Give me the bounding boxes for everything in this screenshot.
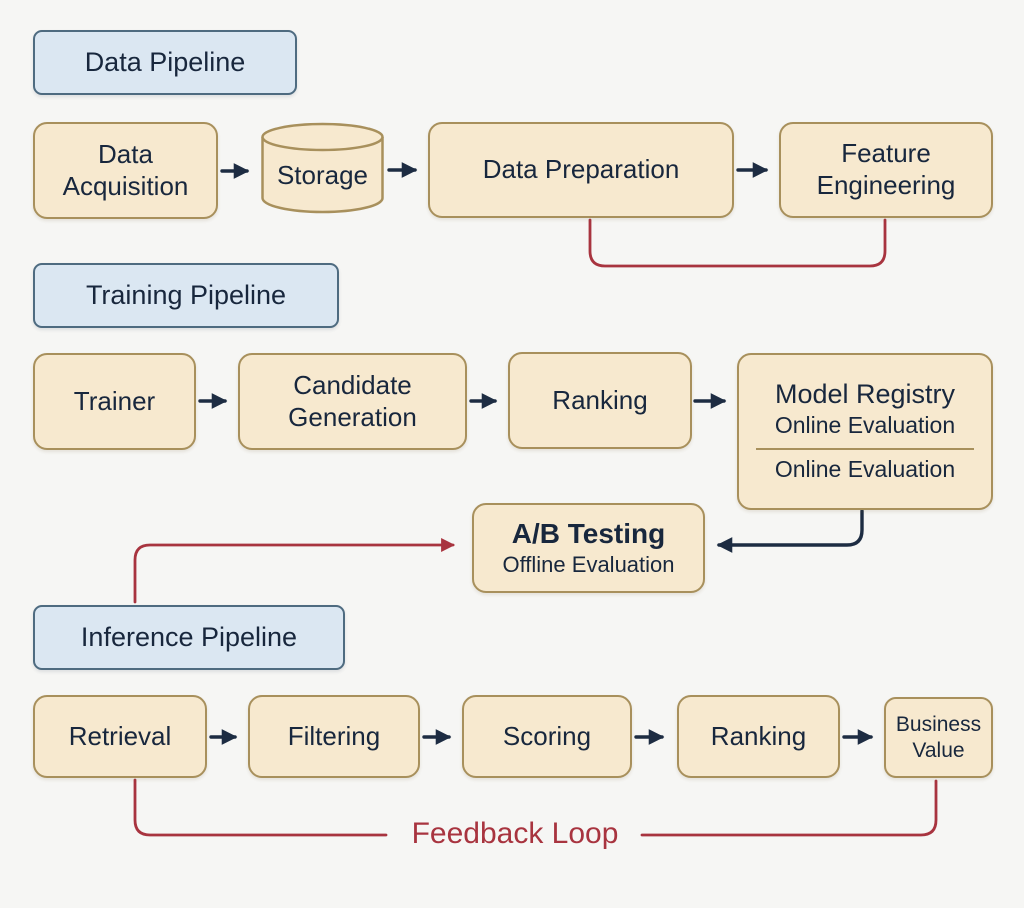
section-label-training-pipeline-text: Training Pipeline <box>85 280 287 310</box>
node-trainer: Trainer <box>33 353 196 450</box>
node-data-acquisition: Data Acquisition <box>33 122 218 219</box>
node-ab-testing-title: A/B Testing <box>511 517 666 549</box>
node-ranking-training: Ranking <box>508 352 692 449</box>
node-feature-engineering-label: Feature Engineering <box>816 138 956 200</box>
model-registry-divider <box>756 447 974 450</box>
section-label-inference-pipeline-text: Inference Pipeline <box>80 622 298 652</box>
section-label-inference-pipeline: Inference Pipeline <box>33 605 345 670</box>
node-storage: Storage <box>260 122 385 215</box>
storage-cylinder-icon <box>261 122 384 214</box>
feedback-loop-line-right <box>640 779 938 837</box>
node-model-registry-title: Model Registry <box>774 379 956 410</box>
feedback-loop-line-left <box>133 778 388 837</box>
node-business-value-label: Business Value <box>895 712 982 762</box>
node-scoring-label: Scoring <box>502 720 592 751</box>
node-scoring: Scoring <box>462 695 632 778</box>
node-trainer-label: Trainer <box>73 385 156 416</box>
node-model-registry-subtitle2: Online Evaluation <box>774 455 956 482</box>
node-data-acquisition-label: Data Acquisition <box>62 138 189 201</box>
node-filtering-label: Filtering <box>287 720 381 751</box>
node-candidate-generation: Candidate Generation <box>238 353 467 450</box>
node-ab-testing: A/B Testing Offline Evaluation <box>472 503 705 593</box>
node-model-registry-subtitle: Online Evaluation <box>774 412 956 439</box>
node-candidate-generation-label: Candidate Generation <box>288 369 417 432</box>
node-data-preparation-label: Data Preparation <box>482 154 680 185</box>
node-business-value: Business Value <box>884 697 993 778</box>
feedback-loop-label: Feedback Loop <box>411 817 619 850</box>
node-data-preparation: Data Preparation <box>428 122 734 218</box>
node-model-registry: Model Registry Online Evaluation Online … <box>737 353 993 510</box>
node-retrieval: Retrieval <box>33 695 207 778</box>
node-ranking-inference: Ranking <box>677 695 840 778</box>
node-ab-testing-subtitle: Offline Evaluation <box>502 551 675 577</box>
connector-data-preparation-feature-engineering-red <box>588 218 887 268</box>
arrow-model-registry-to-ab-testing <box>716 509 864 553</box>
section-label-training-pipeline: Training Pipeline <box>33 263 339 328</box>
node-filtering: Filtering <box>248 695 420 778</box>
arrow-inference-pipeline-to-ab-testing-red <box>133 538 456 604</box>
node-retrieval-label: Retrieval <box>68 720 172 751</box>
node-storage-label: Storage <box>276 160 369 190</box>
node-ranking-training-label: Ranking <box>552 384 648 415</box>
node-ranking-inference-label: Ranking <box>710 720 807 751</box>
section-label-data-pipeline-text: Data Pipeline <box>84 47 246 77</box>
node-feature-engineering: Feature Engineering <box>779 122 993 218</box>
section-label-data-pipeline: Data Pipeline <box>33 30 297 95</box>
